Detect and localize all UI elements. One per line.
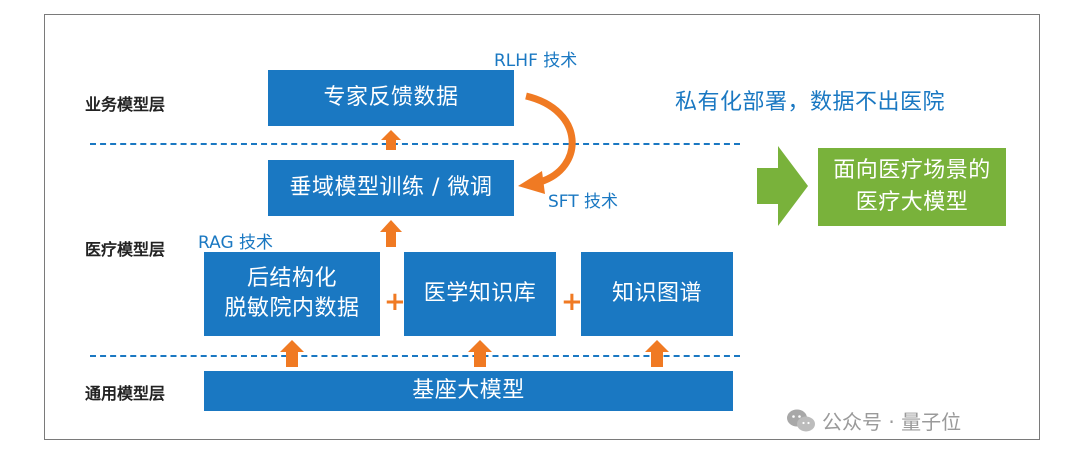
desensitized-data-line1: 后结构化 (246, 266, 337, 292)
up-arrow-to-expert-feedback (381, 130, 401, 150)
knowledge-base-box: 医学知识库 (404, 252, 556, 336)
layer-divider-lower (90, 355, 740, 357)
layer-label-general: 通用模型层 (85, 384, 166, 403)
up-arrow-to-domain-training (380, 220, 402, 247)
watermark: 公众号 · 量子位 (786, 406, 961, 435)
foundation-model-label: 基座大模型 (412, 378, 525, 404)
domain-training-box: 垂域模型训练 / 微调 (268, 160, 514, 216)
knowledge-graph-label: 知识图谱 (611, 281, 702, 307)
medical-llm-result-line1: 面向医疗场景的 (833, 158, 991, 184)
up-arrow-from-foundation-right (645, 340, 669, 367)
up-arrow-from-foundation-left (280, 340, 304, 367)
desensitized-data-box: 后结构化 脱敏院内数据 (204, 252, 380, 336)
domain-training-label: 垂域模型训练 / 微调 (289, 175, 493, 201)
knowledge-base-label: 医学知识库 (423, 281, 537, 307)
deployment-headline: 私有化部署，数据不出医院 (675, 90, 946, 115)
rlhf-label: RLHF 技术 (494, 51, 578, 71)
rlhf-curved-arrow (525, 92, 576, 186)
knowledge-graph-box: 知识图谱 (581, 252, 733, 336)
expert-feedback-label: 专家反馈数据 (323, 85, 459, 111)
foundation-model-box: 基座大模型 (204, 371, 733, 411)
diagram-frame (44, 14, 1040, 440)
rlhf-curved-arrowhead (518, 171, 545, 194)
rag-label: RAG 技术 (198, 233, 274, 253)
medical-llm-result-box: 面向医疗场景的 医疗大模型 (818, 148, 1006, 226)
layer-label-business: 业务模型层 (85, 95, 166, 114)
layer-divider-upper (90, 143, 740, 145)
watermark-text: 公众号 · 量子位 (822, 410, 962, 434)
medical-llm-result-line2: 医疗大模型 (855, 190, 969, 215)
up-arrow-from-foundation-middle (468, 340, 492, 367)
green-result-arrow (757, 146, 808, 226)
wechat-icon (787, 409, 815, 431)
expert-feedback-box: 专家反馈数据 (268, 70, 514, 126)
plus-sign-1: + (384, 287, 406, 317)
desensitized-data-line2: 脱敏院内数据 (224, 296, 360, 321)
sft-label: SFT 技术 (548, 192, 619, 212)
layer-label-medical: 医疗模型层 (85, 240, 166, 259)
plus-sign-2: + (561, 287, 583, 317)
